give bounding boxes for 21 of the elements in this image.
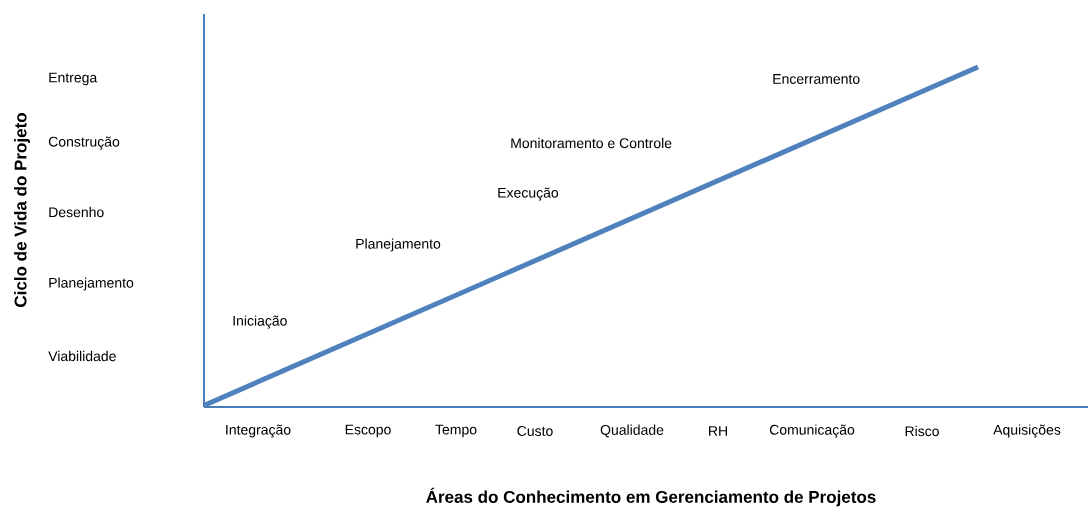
- tick-label: Comunicação: [769, 424, 855, 438]
- tick-label: RH: [709, 426, 727, 436]
- axis-title: Ciclo de Vida do Projeto: [14, 113, 30, 307]
- tick-label: Escopo: [345, 424, 391, 438]
- phase-label: Monitoramento e Controle: [511, 137, 672, 149]
- axis-category-label: Entrega: [49, 72, 98, 86]
- phase-label: Planejamento: [356, 238, 441, 252]
- axis-category-label: Viabilidade: [48, 350, 116, 362]
- tick-label: Aquisições: [993, 424, 1061, 438]
- tick-label: Integração: [226, 424, 291, 438]
- tick-label: Risco: [905, 425, 939, 437]
- axis-category-label: Planejamento: [49, 277, 134, 291]
- tick-label: Tempo: [435, 424, 477, 438]
- phase-label: Iniciação: [233, 315, 287, 329]
- tick-label: Qualidade: [600, 424, 664, 438]
- tick-label: Custo: [517, 426, 553, 436]
- axis-title: Áreas do Conhecimento em Gerenciamento de Projetos: [426, 487, 876, 507]
- axis-category-label: Desenho: [49, 206, 104, 218]
- phase-label: Encerramento: [773, 74, 860, 84]
- axis-category-label: Construção: [48, 136, 120, 150]
- phase-label: Execução: [498, 187, 559, 201]
